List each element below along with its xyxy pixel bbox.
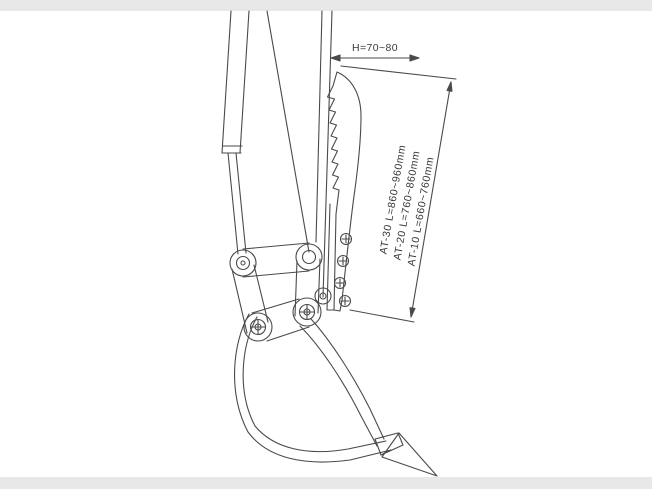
thumb-blade <box>326 71 362 312</box>
frame-bottom-bar <box>0 477 652 489</box>
bucket-tooth <box>374 432 438 477</box>
pivot-pins <box>229 243 332 342</box>
drawing-linework <box>221 10 457 477</box>
thumb-mount-bolts <box>333 232 353 308</box>
arrowhead-bottom <box>409 307 416 318</box>
arm-boom <box>266 10 333 298</box>
linkage-bars <box>231 242 321 342</box>
arrowhead-left <box>330 54 341 62</box>
dimension-h <box>330 54 420 62</box>
bucket <box>234 313 438 477</box>
arrowhead-top <box>446 81 453 92</box>
hydraulic-cylinder <box>221 10 250 255</box>
dimension-h-label: H=70~80 <box>352 42 398 54</box>
dimension-l <box>340 65 457 323</box>
arrowhead-right <box>409 54 420 62</box>
frame-top-bar <box>0 0 652 11</box>
